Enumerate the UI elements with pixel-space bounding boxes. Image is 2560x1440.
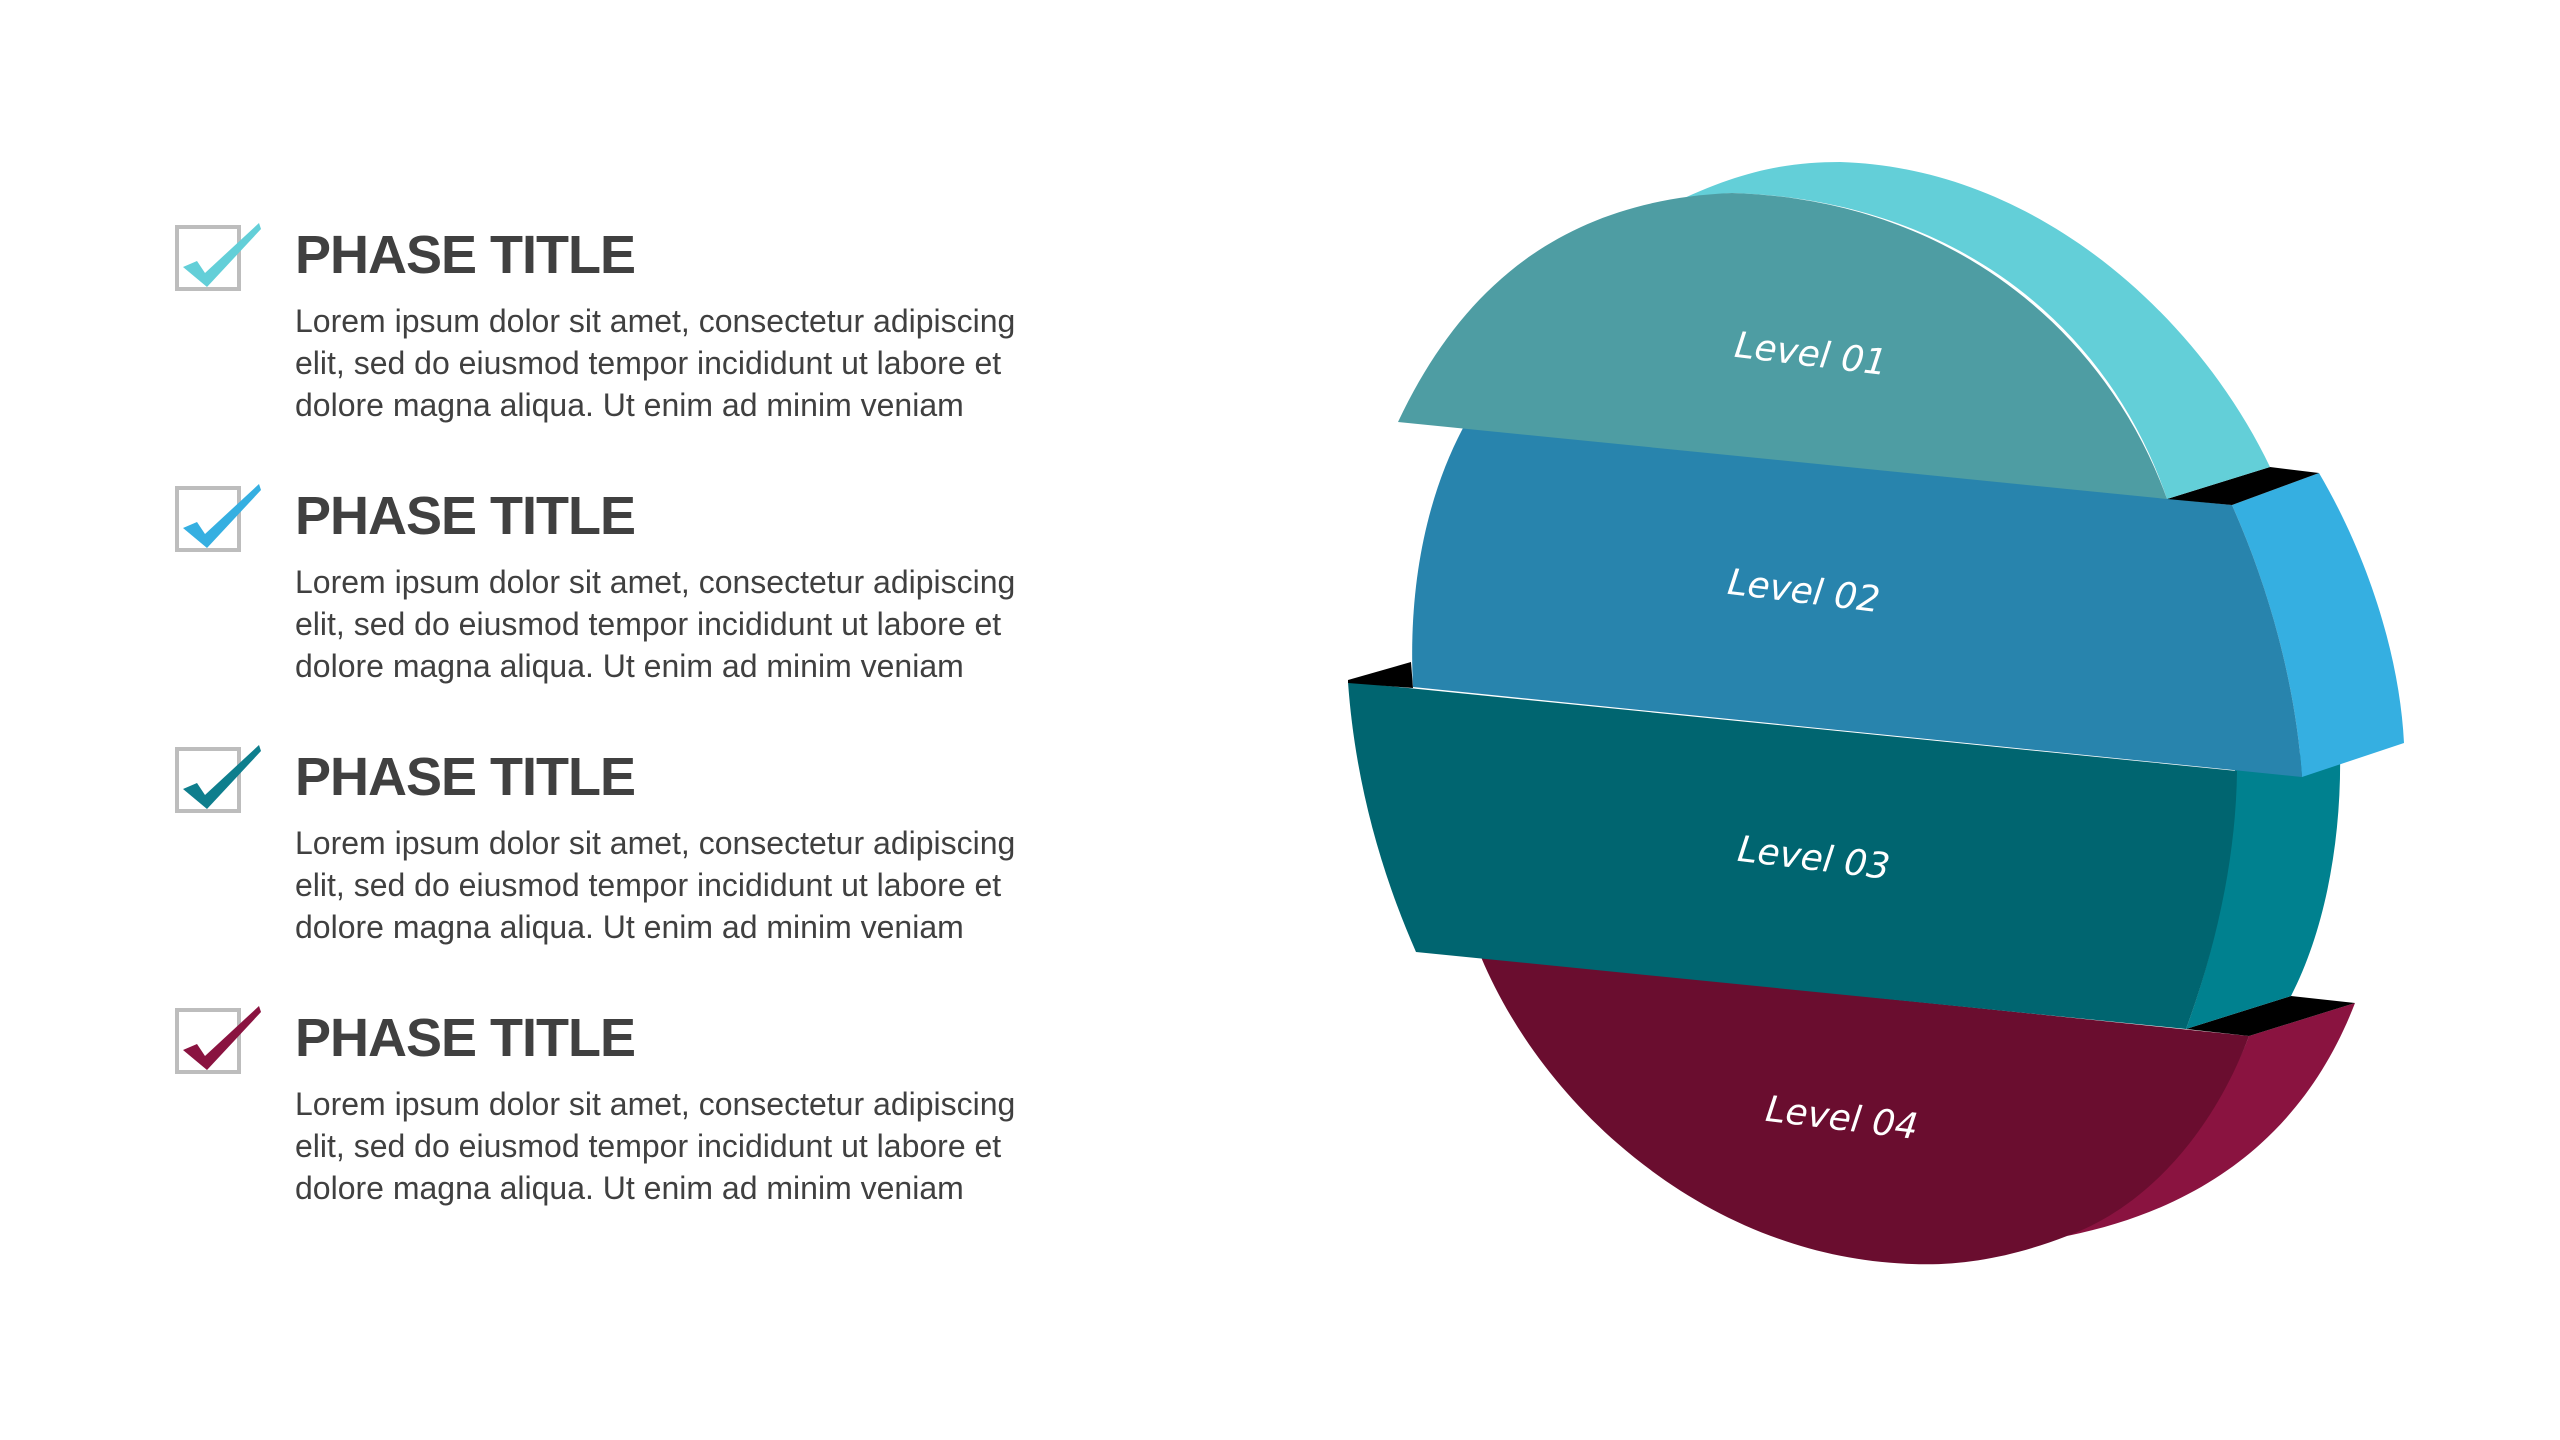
level-03-slice: Level 03 — [1348, 682, 2341, 1029]
level-01-front — [1398, 193, 2167, 499]
level-02-side — [2232, 473, 2404, 777]
level-01-slice: Level 01 — [1398, 162, 2270, 499]
phase-title: PHASE TITLE — [295, 747, 636, 807]
level-04-slice: Level 04 — [1481, 957, 2355, 1265]
shadow-wedge — [1348, 662, 1413, 688]
checkbox-checked-icon — [175, 484, 261, 552]
phase-item-1: PHASE TITLE Lorem ipsum dolor sit amet, … — [175, 220, 1075, 460]
phase-description: Lorem ipsum dolor sit amet, consectetur … — [295, 564, 1016, 684]
level-02-front — [1412, 428, 2302, 777]
level-01-side — [1670, 162, 2270, 499]
level-04-front — [1481, 957, 2249, 1265]
phase-title: PHASE TITLE — [295, 225, 636, 285]
level-03-side — [2186, 748, 2341, 1029]
phase-title: PHASE TITLE — [295, 1008, 636, 1068]
phase-description: Lorem ipsum dolor sit amet, consectetur … — [295, 825, 1016, 945]
phase-title: PHASE TITLE — [295, 486, 636, 546]
phase-description: Lorem ipsum dolor sit amet, consectetur … — [295, 1086, 1016, 1206]
level-04-side — [2067, 1003, 2355, 1236]
phase-description: Lorem ipsum dolor sit amet, consectetur … — [295, 303, 1016, 423]
checkbox-checked-icon — [175, 223, 261, 291]
shadow-wedge — [2167, 467, 2319, 505]
level-03-front — [1348, 682, 2237, 1029]
phase-item-4: PHASE TITLE Lorem ipsum dolor sit amet, … — [175, 1003, 1075, 1243]
phase-item-3: PHASE TITLE Lorem ipsum dolor sit amet, … — [175, 742, 1075, 982]
shadow-wedge — [2186, 996, 2355, 1036]
level-02-slice: Level 02 — [1412, 428, 2404, 777]
phase-item-2: PHASE TITLE Lorem ipsum dolor sit amet, … — [175, 481, 1075, 721]
checkbox-checked-icon — [175, 745, 261, 813]
checkbox-checked-icon — [175, 1006, 261, 1074]
